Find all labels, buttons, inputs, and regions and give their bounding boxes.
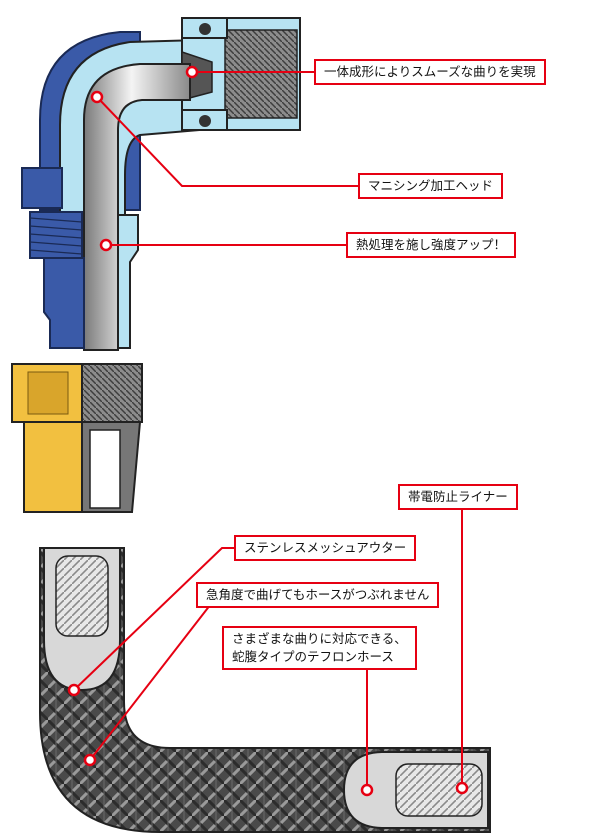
callout-stainless-mesh: ステンレスメッシュアウター <box>234 535 417 561</box>
dot-heat <box>99 238 113 252</box>
leader-nokink <box>89 599 215 761</box>
callout-bellows-hose-line-1: さまざまな曲りに対応できる、 <box>232 631 407 646</box>
callout-stainless-mesh-text: ステンレスメッシュアウター <box>244 540 407 555</box>
callout-antistatic-liner: 帯電防止ライナー <box>398 484 518 510</box>
dot-one-piece <box>185 65 199 79</box>
callout-bellows-hose: さまざまな曲りに対応できる、 蛇腹タイプのテフロンホース <box>222 626 417 670</box>
hex-nut <box>21 167 63 209</box>
dot-machining <box>90 90 104 104</box>
leader-dots <box>67 65 469 797</box>
braided-hose <box>39 547 491 833</box>
cutaway-stem <box>117 214 139 349</box>
leader-machining <box>96 96 358 187</box>
bellows-liner-horizontal <box>395 763 483 817</box>
dot-liner <box>455 781 469 795</box>
callout-heat-treated-text: 熱処理を施し強度アップ！ <box>356 237 507 252</box>
callout-no-kink-text: 急角度で曲げてもホースがつぶれません <box>206 587 430 602</box>
o-ring-bottom <box>199 115 211 127</box>
dot-bellows <box>360 783 374 797</box>
callout-machining-head-text: マニシング加工ヘッド <box>368 178 494 193</box>
callout-machining-head: マニシング加工ヘッド <box>358 173 504 199</box>
leader-mesh <box>73 547 234 691</box>
dot-mesh <box>67 683 81 697</box>
barb-stem <box>43 257 85 349</box>
dot-nokink <box>83 753 97 767</box>
callout-one-piece: 一体成形によりスムーズな曲りを実現 <box>314 59 546 85</box>
brass-sleeve <box>23 421 83 513</box>
callout-one-piece-text: 一体成形によりスムーズな曲りを実現 <box>324 64 536 79</box>
callout-no-kink: 急角度で曲げてもホースがつぶれません <box>196 582 440 608</box>
socket-cutaway <box>11 363 143 513</box>
callout-bellows-hose-line-2: 蛇腹タイプのテフロンホース <box>232 649 394 664</box>
callout-antistatic-liner-text: 帯電防止ライナー <box>408 489 508 504</box>
socket-threads <box>81 363 143 423</box>
o-ring-top <box>199 23 211 35</box>
nut-threads <box>224 29 298 119</box>
bellows-liner-vertical <box>55 555 109 637</box>
callout-heat-treated: 熱処理を施し強度アップ！ <box>346 232 517 258</box>
fitting-cutaway <box>21 17 301 351</box>
